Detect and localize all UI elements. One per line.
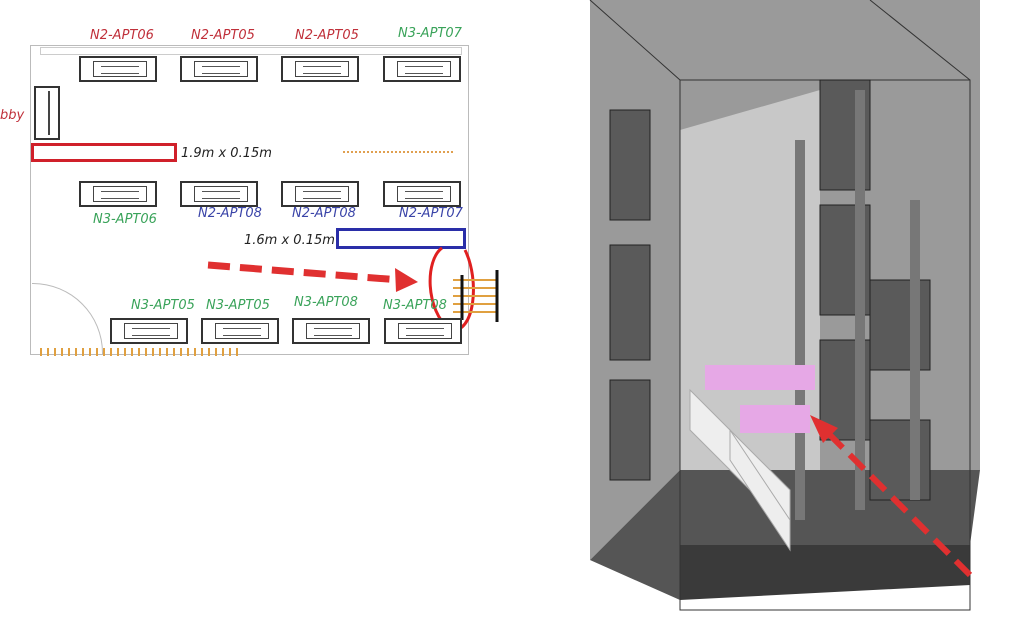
label-bot-2: N3-APT05 (206, 298, 270, 313)
ac-unit (180, 56, 258, 82)
label-mid-4: N2-APT07 (399, 206, 463, 221)
dim-red: 1.9m x 0.15m (181, 146, 272, 161)
3d-plant-room-render (580, 0, 1024, 629)
red-dashed-arrow (207, 246, 499, 332)
red-highlight-box (31, 143, 177, 162)
ac-unit (79, 181, 157, 207)
ac-unit (384, 318, 462, 344)
ac-unit (281, 56, 359, 82)
label-top-4: N3-APT07 (398, 26, 462, 41)
dim-blue: 1.6m x 0.15m (244, 233, 335, 248)
label-lobby: bby (0, 108, 25, 123)
ac-unit (292, 318, 370, 344)
blue-highlight-box (336, 228, 466, 249)
pipe-ticks (40, 348, 240, 356)
ac-unit (281, 181, 359, 207)
ac-unit (180, 181, 258, 207)
plan-wall-top (40, 47, 462, 55)
floor-plan: N2-APT06 N2-APT05 N2-APT05 N3-APT07 bby … (0, 0, 510, 360)
label-bot-4: N3-APT08 (383, 298, 447, 313)
ac-unit (79, 56, 157, 82)
pipe-dots (343, 151, 453, 153)
label-top-3: N2-APT05 (295, 28, 359, 43)
label-bot-1: N3-APT05 (131, 298, 195, 313)
label-top-1: N2-APT06 (90, 28, 154, 43)
label-mid-3: N2-APT08 (292, 206, 356, 221)
label-mid-2: N2-APT08 (198, 206, 262, 221)
ac-unit (110, 318, 188, 344)
label-bot-3: N3-APT08 (294, 295, 358, 310)
ac-unit-vertical (34, 86, 60, 140)
ac-unit (383, 56, 461, 82)
plan-wall-outline (30, 45, 469, 355)
ac-unit (383, 181, 461, 207)
ac-unit (201, 318, 279, 344)
label-top-2: N2-APT05 (191, 28, 255, 43)
label-mid-1: N3-APT06 (93, 212, 157, 227)
